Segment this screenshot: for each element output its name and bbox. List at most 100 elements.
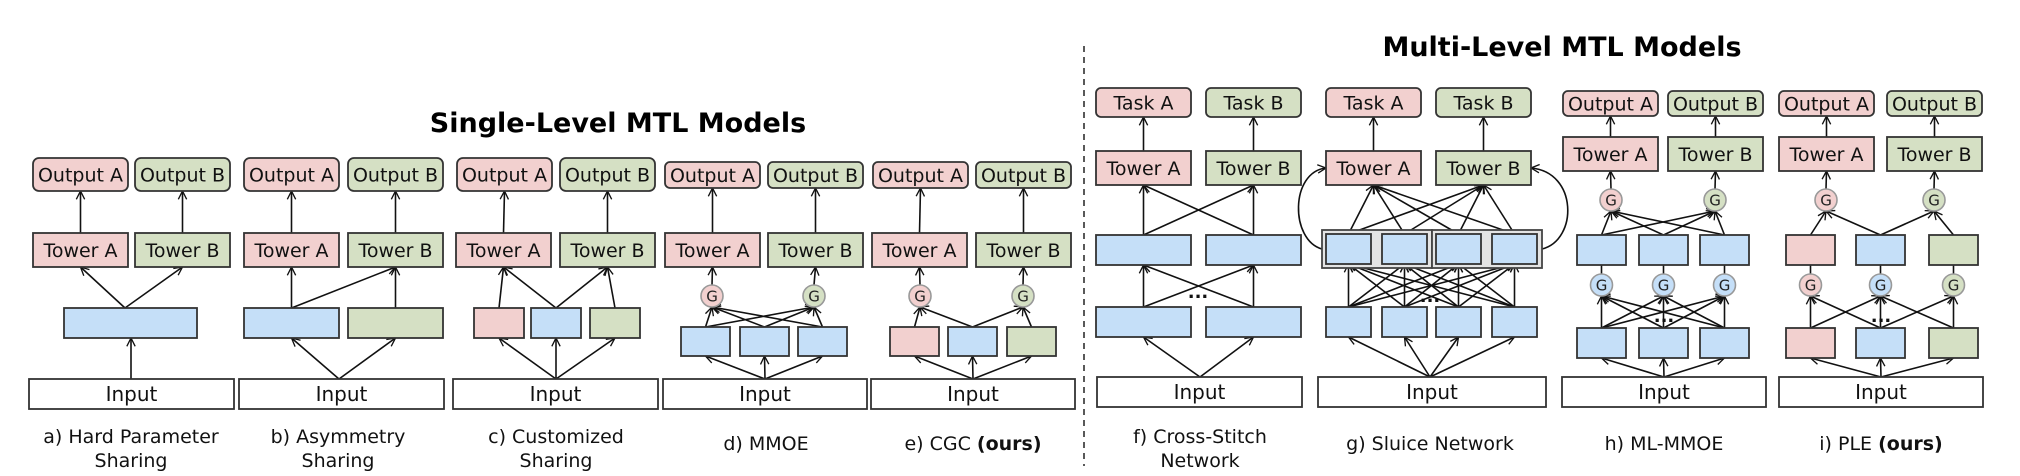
arrow-edge (706, 356, 766, 380)
h-mid-gate-3: G (1712, 273, 1737, 297)
arrow-edge (1611, 171, 1612, 190)
arrow-edge (1664, 358, 1665, 378)
arrow-edge (1881, 358, 1882, 378)
a-output-b-label: Output B (140, 165, 225, 187)
arrow-edge (1023, 307, 1033, 328)
e-expert-shared (947, 326, 998, 357)
arrow-edge (1811, 358, 1882, 378)
i-gate-a-circle (1814, 188, 1838, 212)
i-upper-expert-a-shape (1785, 234, 1836, 266)
arrow-edge (814, 267, 816, 286)
i-gate-b-label: G (1928, 192, 1940, 210)
arrow-edge (1600, 211, 1612, 236)
i-tower-b-shape (1886, 136, 1983, 172)
f-task-a-shape (1095, 87, 1192, 118)
f-layer1-b-shape (1205, 306, 1302, 338)
h-gate-b-circle (1703, 188, 1727, 212)
g-input: Input (1317, 376, 1547, 408)
d-output-a: Output A (664, 161, 761, 189)
g-upper-subspace-1-shape (1325, 233, 1372, 265)
d-output-a-shape (664, 161, 761, 189)
h-output-b-label: Output B (1673, 94, 1758, 116)
h-mid-gate-2-circle (1651, 273, 1676, 297)
d-output-b-label: Output B (773, 165, 858, 187)
i-output-b-shape (1886, 90, 1983, 117)
h-output-a: Output A (1562, 90, 1659, 117)
arrow-edge (555, 267, 608, 309)
e-tower-b-label: Tower B (985, 240, 1060, 262)
g-lower-subspace-3 (1435, 306, 1482, 338)
i-upper-expert-b (1928, 234, 1979, 266)
i-mid-gate-b-label: G (1948, 277, 1960, 295)
arrow-edge (1484, 185, 1516, 235)
d-tower-b: Tower B (767, 232, 864, 268)
b-output-a: Output A (243, 157, 340, 192)
g-input-label: Input (1406, 380, 1458, 404)
arrow-edge (338, 338, 396, 380)
f-tower-a-label: Tower A (1105, 158, 1180, 180)
f-input-shape (1096, 376, 1303, 408)
e-gate-b-circle (1011, 284, 1035, 308)
c-expert-b-shape (589, 307, 641, 339)
e-expert-b-shape (1006, 326, 1057, 357)
h-tower-b: Tower B (1667, 136, 1764, 172)
arrow-edge (1810, 296, 1881, 329)
h-gate-b: G (1703, 188, 1727, 212)
arrow-edge (764, 356, 823, 380)
e-tower-a: Tower A (871, 232, 968, 268)
arrow-edge (765, 356, 766, 380)
f-ellipsis: ... (1188, 282, 1209, 303)
h-output-a-shape (1562, 90, 1659, 117)
h-tower-a-shape (1562, 136, 1659, 172)
e-tower-a-label: Tower A (881, 240, 956, 262)
arrow-edge (1429, 337, 1515, 378)
g-tower-b: Tower B (1435, 150, 1532, 186)
g-skip-arc-b (1531, 168, 1569, 250)
i-tower-b-label: Tower B (1896, 144, 1971, 166)
i-input-shape (1778, 376, 1984, 408)
b-output-b-shape (347, 157, 444, 192)
g-upper-subspace-4 (1491, 233, 1538, 265)
caption-g-line-0: g) Sluice Network (1346, 433, 1514, 455)
h-tower-b-label: Tower B (1677, 144, 1752, 166)
b-tower-a: Tower A (243, 232, 340, 268)
f-layer2-b-shape (1205, 234, 1302, 266)
c-input-label: Input (530, 382, 582, 406)
i-mid-gate-b-circle (1941, 273, 1966, 297)
i-mid-gate-a-circle (1798, 273, 1823, 297)
arrow-edge (1934, 171, 1935, 190)
arrow-edge (1663, 211, 1716, 236)
arrow-edge (1602, 295, 1664, 329)
caption-c-line-1: Sharing (520, 450, 593, 472)
c-tower-a-label: Tower A (465, 240, 540, 262)
g-input-shape (1317, 376, 1547, 408)
h-mid-gate-2-label: G (1658, 277, 1670, 295)
arrow-edge (972, 356, 1032, 380)
b-tower-b-label: Tower B (357, 240, 432, 262)
caption-h: h) ML-MMOE (1605, 433, 1724, 455)
i-input-label: Input (1855, 380, 1907, 404)
h-lower-expert-1-shape (1576, 327, 1627, 359)
arrow-edge (920, 188, 921, 234)
b-input-shape (238, 378, 445, 410)
d-tower-a-shape (664, 232, 761, 268)
h-input-label: Input (1638, 380, 1690, 404)
arrow-edge (704, 307, 713, 328)
h-mid-gate-1-circle (1589, 273, 1614, 297)
f-input: Input (1096, 376, 1303, 408)
b-tower-a-label: Tower A (253, 240, 328, 262)
g-lower-subspace-2 (1381, 306, 1428, 338)
caption-i: i) PLE (ours) (1819, 433, 1942, 455)
arrow-edge (1715, 211, 1726, 236)
g-lower-subspace-1 (1325, 306, 1372, 338)
e-output-a-shape (872, 161, 969, 189)
h-lower-expert-3 (1699, 327, 1750, 359)
b-tower-b-shape (347, 232, 444, 268)
a-tower-a-label: Tower A (42, 240, 117, 262)
arrow-edge (1809, 211, 1827, 236)
h-upper-expert-1 (1576, 234, 1627, 266)
